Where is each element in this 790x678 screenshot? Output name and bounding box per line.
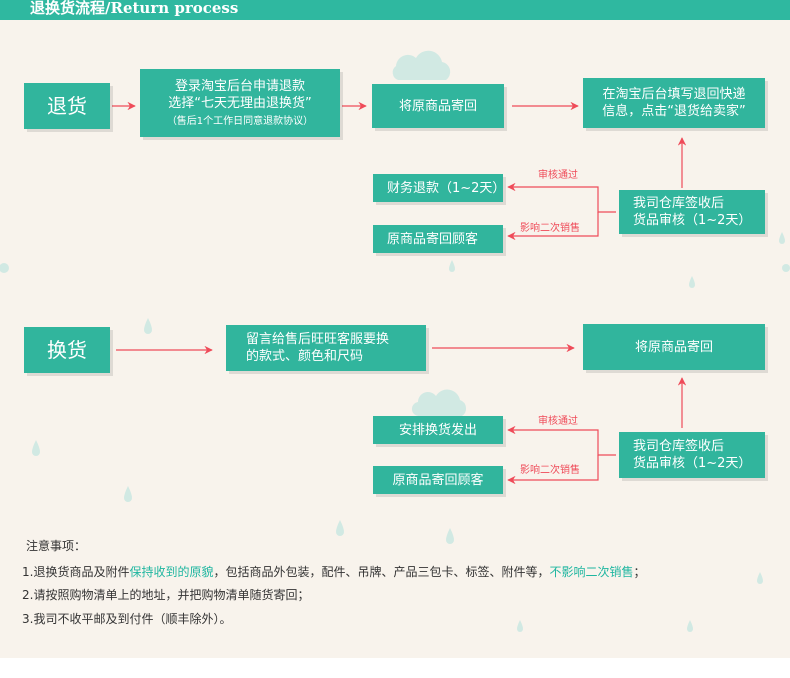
return-label: 退货 [47, 94, 87, 118]
note-1-highlight-resale: 不影响二次销售 [549, 565, 634, 579]
refund-text: 财务退款（1~2天） [387, 180, 506, 196]
arrange-text: 安排换货发出 [398, 422, 477, 438]
note-1-part-a: 1.退换货商品及附件 [22, 565, 130, 579]
approved-label: 审核通过 [538, 170, 578, 181]
raindrop-icon [517, 620, 523, 632]
exchange-send-back-text: 原商品寄回顾客 [392, 472, 484, 488]
arrow-warehouse-to-arrange [507, 425, 616, 456]
raindrop-icon [449, 260, 455, 272]
exchange-warehouse-line1: 我司仓库签收后 [633, 439, 725, 454]
raindrop-icon [144, 318, 152, 334]
ship-back-box: 将原商品寄回 [372, 84, 504, 128]
note-1: 1.退换货商品及附件保持收到的原貌，包括商品外包装，配件、吊牌、产品三包卡、标签… [22, 564, 646, 580]
exchange-affects-resale-label: 影响二次销售 [520, 465, 580, 476]
raindrop-icon [689, 276, 695, 288]
warehouse-line1: 我司仓库签收后 [633, 196, 725, 211]
fill-info-line2: 信息，点击“退货给卖家” [602, 104, 746, 119]
exchange-ship-back-box: 将原商品寄回 [583, 324, 765, 370]
note-2: 2.请按照购物清单上的地址，并把购物清单随货寄回； [22, 588, 310, 602]
affects-resale-label: 影响二次销售 [520, 223, 580, 234]
header-bar: 退换货流程/Return process [0, 0, 790, 20]
arrow-warehouse-to-sendback [507, 212, 599, 241]
exchange-send-back-box: 原商品寄回顾客 [373, 466, 503, 494]
apply-refund-box: 登录淘宝后台申请退款 选择“七天无理由退换货” （售后1个工作日同意退款协议） [140, 69, 340, 137]
apply-line1: 登录淘宝后台申请退款 [174, 78, 305, 94]
raindrop-icon [687, 620, 693, 632]
exchange-warehouse-box: 我司仓库签收后 货品审核（1~2天） [619, 432, 765, 478]
message-line1: 留言给售后旺旺客服要换 [246, 332, 390, 347]
message-service-box: 留言给售后旺旺客服要换 的款式、颜色和尺码 [226, 325, 426, 371]
message-line2: 的款式、颜色和尺码 [246, 349, 364, 364]
fill-info-line1: 在淘宝后台填写退回快递 [602, 87, 746, 102]
note-1-highlight-original: 保持收到的原貌 [129, 565, 214, 579]
refund-box: 财务退款（1~2天） [373, 174, 506, 202]
ship-back-text: 将原商品寄回 [398, 98, 477, 114]
exchange-label-box: 换货 [24, 327, 110, 373]
send-back-text: 原商品寄回顾客 [387, 231, 479, 247]
fill-info-box: 在淘宝后台填写退回快递 信息，点击“退货给卖家” [583, 78, 765, 128]
cloud-icon [411, 389, 467, 417]
raindrop-icon [336, 520, 344, 536]
exchange-label: 换货 [47, 338, 87, 362]
return-label-box: 退货 [24, 83, 110, 129]
warehouse-line2: 货品审核（1~2天） [633, 213, 752, 228]
raindrop-icon [32, 440, 40, 456]
warehouse-review-box: 我司仓库签收后 货品审核（1~2天） [619, 190, 765, 234]
raindrop-icon [757, 572, 763, 584]
exchange-warehouse-line2: 货品审核（1~2天） [633, 456, 752, 471]
notes-title: 注意事项： [26, 539, 87, 553]
dot-icon [0, 263, 9, 273]
note-1-part-e: ； [633, 565, 646, 579]
arrow-warehouse-to-exsendback [507, 455, 599, 485]
arrange-exchange-box: 安排换货发出 [373, 416, 503, 444]
arrow-warehouse-to-refund [507, 182, 616, 213]
dot-icon [782, 264, 790, 272]
bottom-strip [0, 658, 790, 678]
raindrop-icon [446, 528, 454, 544]
cloud-icon [392, 50, 451, 80]
exchange-ship-back-text: 将原商品寄回 [634, 339, 713, 355]
note-1-part-c: ，包括商品外包装，配件、吊牌、产品三包卡、标签、附件等， [213, 565, 550, 579]
raindrop-icon [124, 486, 132, 502]
exchange-approved-label: 审核通过 [538, 416, 578, 427]
apply-line2: 选择“七天无理由退换货” [168, 95, 312, 111]
raindrop-icon [779, 232, 785, 244]
send-back-box: 原商品寄回顾客 [373, 225, 503, 253]
apply-note: （售后1个工作日同意退款协议） [166, 115, 314, 127]
note-3: 3.我司不收平邮及到付件（顺丰除外）。 [22, 612, 232, 626]
page-title: 退换货流程/Return process [30, 0, 239, 17]
